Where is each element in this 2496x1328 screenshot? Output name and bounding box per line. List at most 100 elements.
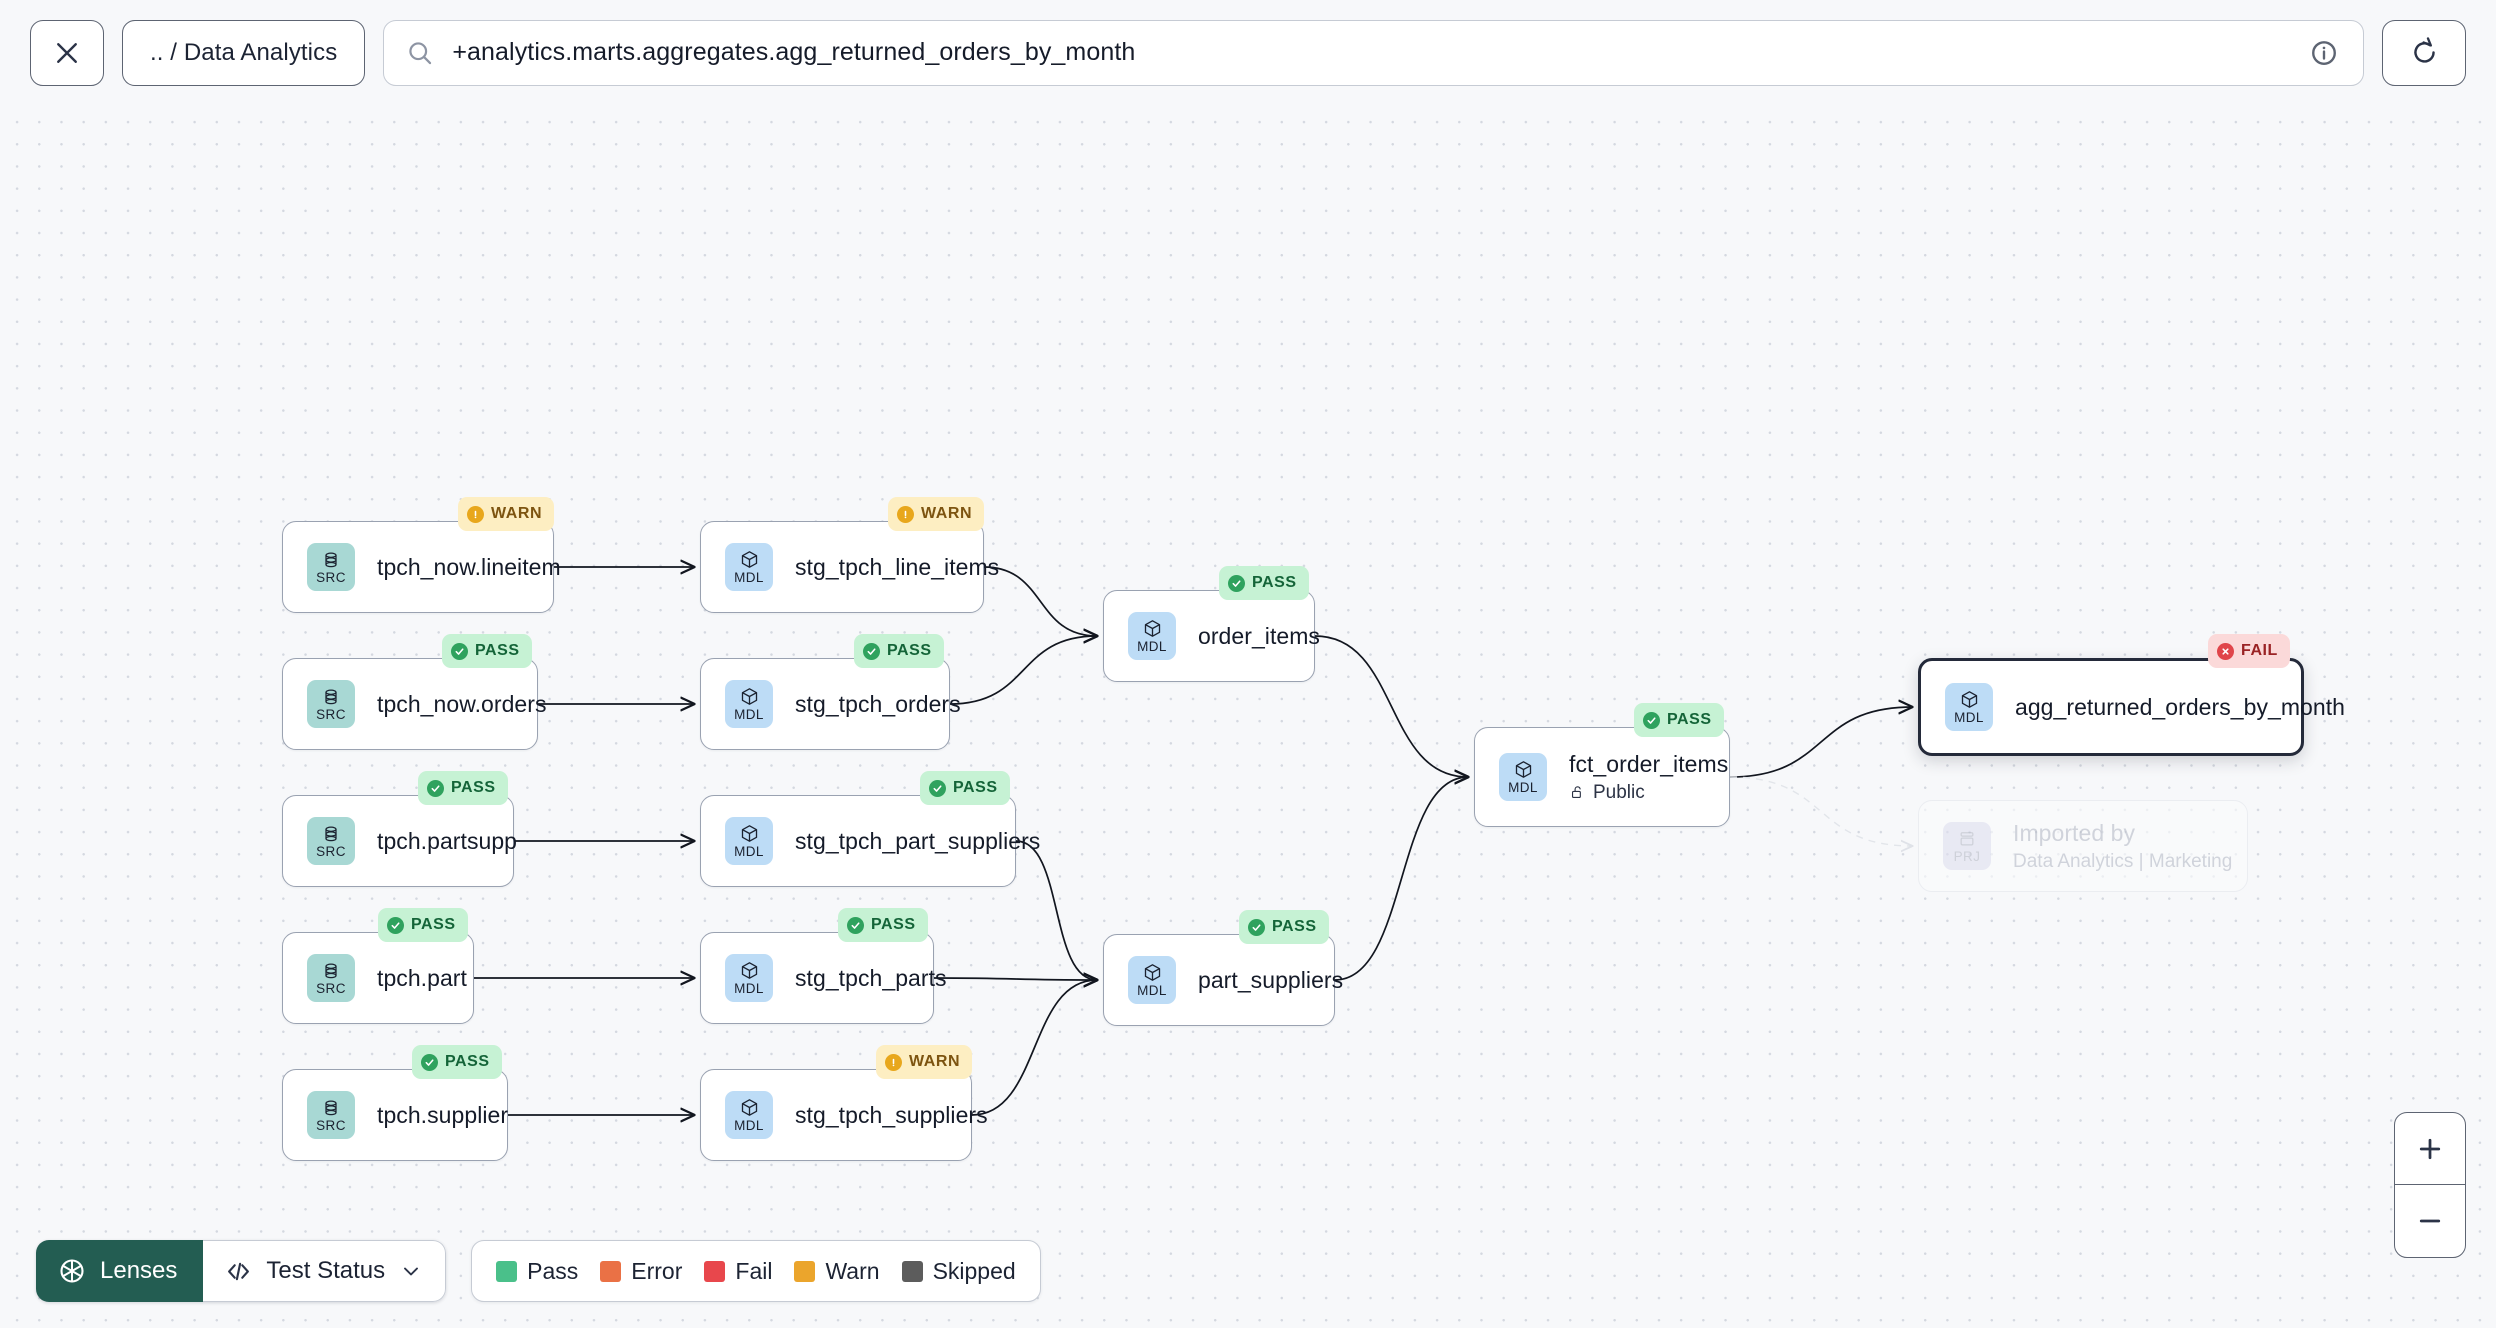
status-label: PASS <box>871 916 916 933</box>
node-label: part_suppliers <box>1198 966 1344 993</box>
node-text: Imported by Data Analytics | Marketing <box>2013 820 2232 873</box>
edge-stg_tpch_line_items-to-order_items <box>983 566 1097 636</box>
node-text: tpch.part <box>377 965 467 992</box>
edge-layer <box>474 105 2496 1328</box>
node-text: part_suppliers <box>1198 966 1344 994</box>
node-label: stg_tpch_part_suppliers <box>795 827 1041 854</box>
legend-label: Fail <box>735 1257 773 1284</box>
node-sublabel: Public <box>1569 782 1728 804</box>
node-sublabel-text: Data Analytics | Marketing <box>2013 850 2233 872</box>
edge-stg_tpch_parts-to-part_suppliers <box>933 978 1097 980</box>
lock-open-icon <box>1569 784 1586 801</box>
node-label: tpch.supplier <box>377 1101 509 1128</box>
status-label: WARN <box>921 505 973 522</box>
close-button[interactable] <box>30 19 104 86</box>
graph-node-agg_returned_orders[interactable]: MDL agg_returned_orders_by_month <box>1918 658 2346 756</box>
graph-node-part_suppliers[interactable]: MDL part_suppliers <box>1103 934 1344 1026</box>
graph-node-stg_tpch_line_items[interactable]: MDL stg_tpch_line_items <box>700 521 999 613</box>
top-toolbar: .. / Data Analytics +analytics.marts.agg… <box>0 0 2496 105</box>
close-icon <box>57 42 77 63</box>
chevron-down-icon <box>404 1267 419 1276</box>
test-status-dropdown[interactable]: Test Status <box>203 1240 447 1302</box>
graph-node-stg_tpch_suppliers[interactable]: MDL stg_tpch_suppliers <box>700 1069 988 1161</box>
status-icon <box>467 505 484 523</box>
plus-icon <box>2419 1138 2441 1159</box>
search-input[interactable]: +analytics.marts.aggregates.agg_returned… <box>383 19 2364 86</box>
status-icon <box>863 642 880 660</box>
node-sublabel-text: Public <box>1593 781 1645 803</box>
edge-fct_order_items-to-agg_returned_orders <box>1729 707 1912 778</box>
breadcrumb[interactable]: .. / Data Analytics <box>122 19 366 86</box>
status-badge-pass: PASS <box>378 908 468 942</box>
node-text: tpch_now.orders <box>377 690 547 718</box>
node-label: Imported by <box>2013 819 2135 846</box>
node-text: tpch.supplier <box>377 1101 509 1129</box>
info-icon[interactable] <box>2309 38 2339 68</box>
edge-stg_tpch_orders-to-order_items <box>949 636 1097 705</box>
edge-part_suppliers-to-fct_order_items <box>1334 777 1468 981</box>
legend-label: Pass <box>527 1257 579 1284</box>
mdl-type-icon: MDL <box>1945 683 1993 731</box>
node-kind-label: SRC <box>316 570 346 586</box>
mdl-type-icon: MDL <box>725 1091 773 1139</box>
test-status-label: Test Status <box>266 1257 386 1284</box>
code-brackets-icon <box>228 1262 250 1280</box>
status-label: WARN <box>909 1053 961 1070</box>
refresh-button[interactable] <box>2382 19 2466 86</box>
node-label: tpch.partsupp <box>377 827 518 854</box>
node-kind-label: MDL <box>734 1118 764 1134</box>
src-type-icon: SRC <box>307 817 355 865</box>
legend-item-pass[interactable]: Pass <box>496 1258 578 1285</box>
status-icon <box>897 505 914 523</box>
mdl-type-icon: MDL <box>725 954 773 1002</box>
node-text: tpch_now.lineitem <box>377 554 561 581</box>
legend-item-error[interactable]: Error <box>600 1258 682 1285</box>
node-kind-label: MDL <box>734 844 764 860</box>
legend-item-fail[interactable]: Fail <box>704 1258 772 1285</box>
graph-node-stg_tpch_parts[interactable]: MDL stg_tpch_parts <box>700 932 947 1024</box>
zoom-out-button[interactable] <box>2395 1185 2465 1257</box>
node-text: agg_returned_orders_by_month <box>2015 693 2346 721</box>
status-badge-fail: FAIL <box>2208 634 2290 668</box>
node-kind-label: MDL <box>734 981 764 997</box>
node-kind-label: SRC <box>316 1118 346 1134</box>
lenses-button[interactable]: Lenses <box>36 1240 204 1302</box>
legend-item-skipped[interactable]: Skipped <box>901 1258 1016 1285</box>
node-kind-label: MDL <box>734 570 764 586</box>
status-badge-pass: PASS <box>418 771 508 805</box>
graph-node-tpch_supplier[interactable]: SRC tpch.supplier <box>282 1069 508 1161</box>
status-badge-pass: PASS <box>920 771 1010 805</box>
node-kind-label: MDL <box>1137 983 1167 999</box>
zoom-in-button[interactable] <box>2395 1113 2465 1185</box>
node-text: tpch.partsupp <box>377 827 518 855</box>
node-label: agg_returned_orders_by_month <box>2015 693 2346 720</box>
graph-node-tpch_partsupp[interactable]: SRC tpch.partsupp <box>282 795 518 887</box>
node-label: tpch.part <box>377 964 467 991</box>
status-badge-pass: PASS <box>1239 910 1329 944</box>
node-text: stg_tpch_line_items <box>795 554 999 581</box>
test-status-legend: Pass Error Fail Warn Skipped <box>471 1240 1041 1302</box>
node-text: order_items <box>1198 623 1320 650</box>
legend-item-warn[interactable]: Warn <box>794 1258 880 1285</box>
zoom-controls <box>2394 1112 2466 1258</box>
node-label: tpch_now.orders <box>377 690 547 717</box>
node-kind-label: SRC <box>316 844 346 860</box>
graph-node-stg_tpch_part_supp[interactable]: MDL stg_tpch_part_suppliers <box>700 795 1041 887</box>
node-text: stg_tpch_suppliers <box>795 1102 988 1129</box>
node-label: stg_tpch_parts <box>795 964 947 991</box>
node-sublabel: Data Analytics | Marketing <box>2013 851 2232 873</box>
legend-swatch <box>496 1260 518 1282</box>
legend-swatch <box>704 1260 726 1282</box>
status-label: PASS <box>1272 918 1317 935</box>
status-icon <box>387 916 404 934</box>
status-badge-pass: PASS <box>412 1045 502 1079</box>
graph-node-tpch_now_lineitem[interactable]: SRC tpch_now.lineitem <box>282 521 561 613</box>
mdl-type-icon: MDL <box>1128 956 1176 1004</box>
